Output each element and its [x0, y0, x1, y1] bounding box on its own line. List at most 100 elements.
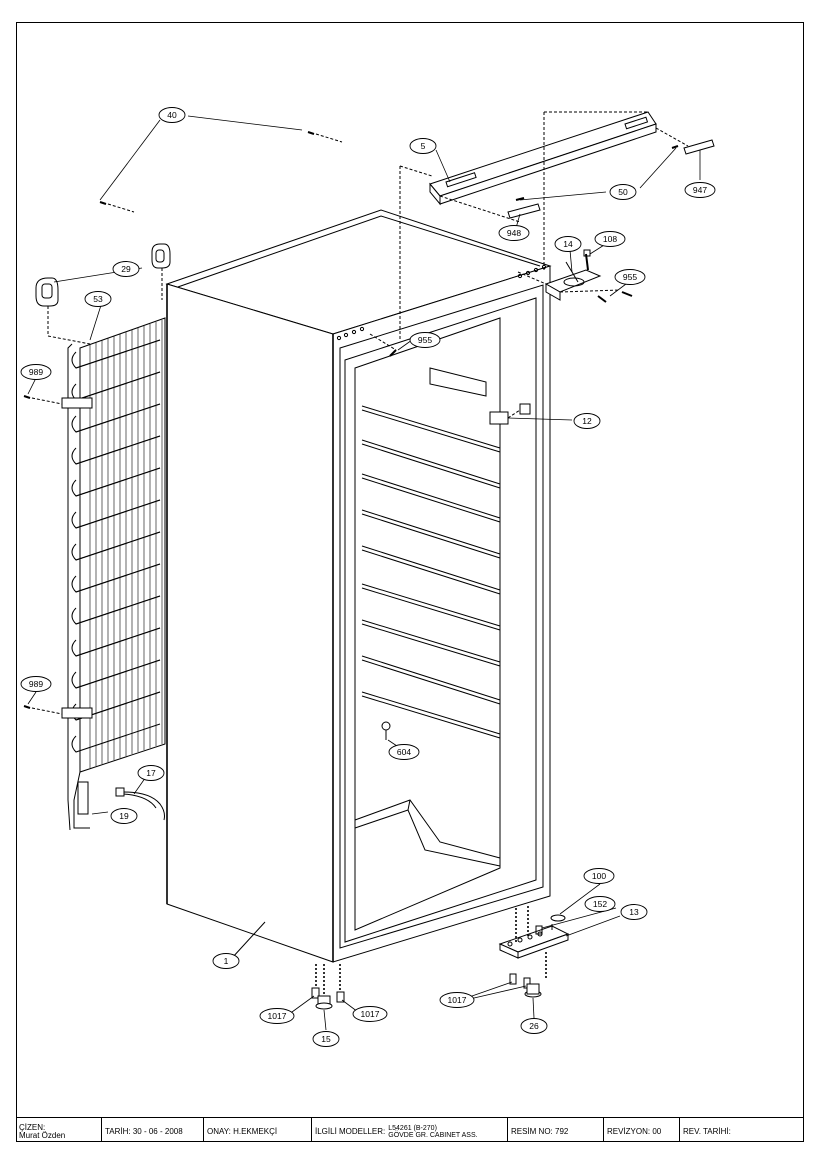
drawn-by-label: ÇİZEN: [19, 1122, 46, 1132]
part-balloon-955: 955 [614, 269, 646, 285]
part-number-label: 604 [397, 747, 411, 757]
top-hinge [336, 249, 633, 357]
title-cell-revision: REVİZYON: 00 [604, 1118, 680, 1142]
part-balloon-19: 19 [110, 808, 138, 824]
part-balloon-29: 29 [112, 261, 140, 277]
part-balloon-947: 947 [684, 182, 716, 198]
part-balloon-outline [409, 332, 441, 348]
part-balloon-1017: 1017 [352, 1006, 388, 1022]
part-balloon-12: 12 [573, 413, 601, 429]
screws-989 [23, 395, 63, 715]
condenser-53 [71, 317, 166, 773]
part-balloon-outline [388, 744, 420, 760]
front-feet [311, 964, 345, 1010]
part-balloon-100: 100 [583, 868, 615, 884]
part-balloon-948: 948 [498, 225, 530, 241]
part-number-label: 26 [529, 1021, 539, 1031]
date-text: TARİH: 30 - 06 - 2008 [105, 1127, 183, 1136]
part-balloon-outline [584, 896, 616, 912]
part-balloon-outline [520, 1018, 548, 1034]
part-balloon-1017: 1017 [439, 992, 475, 1008]
part-balloon-955: 955 [409, 332, 441, 348]
title-cell-revision-date: REV. TARİHİ: [680, 1118, 804, 1142]
part-balloon-15: 15 [312, 1031, 340, 1047]
part-balloon-outline [594, 231, 626, 247]
title-cell-approval: ONAY: H.EKMEKÇİ [204, 1118, 312, 1142]
part-balloon-outline [137, 765, 165, 781]
part-balloon-outline [312, 1031, 340, 1047]
title-cell-date: TARİH: 30 - 06 - 2008 [102, 1118, 204, 1142]
title-cell-related-models: İLGİLİ MODELLER: L54261 (B-270) GÖVDE GR… [312, 1118, 508, 1142]
part-number-label: 40 [167, 110, 177, 120]
drawing-frame [16, 22, 804, 1142]
revision-date-label: REV. TARİHİ: [683, 1127, 731, 1136]
part-number-label: 29 [121, 264, 131, 274]
title-cell-drawn-by: ÇİZEN: Murat Özden [16, 1118, 102, 1142]
part-number-label: 15 [321, 1034, 331, 1044]
related-models-line1: L54261 (B-270) [388, 1124, 437, 1132]
condenser-tube [61, 343, 93, 831]
part-number-label: 1017 [448, 995, 467, 1005]
cabinet-body [165, 209, 552, 963]
thermostat-12 [489, 403, 531, 425]
part-number-label: 19 [119, 811, 129, 821]
part-balloon-1: 1 [212, 953, 240, 969]
part-balloon-40: 40 [158, 107, 186, 123]
part-number-label: 152 [593, 899, 607, 909]
part-balloon-outline [583, 868, 615, 884]
part-balloon-14: 14 [554, 236, 582, 252]
drawn-by-value: Murat Özden [19, 1130, 66, 1140]
part-balloon-outline [259, 1008, 295, 1024]
part-number-label: 12 [582, 416, 592, 426]
part-balloon-outline [614, 269, 646, 285]
part-balloon-26: 26 [520, 1018, 548, 1034]
part-balloon-outline [84, 291, 112, 307]
part-balloon-outline [573, 413, 601, 429]
part-balloon-outline [609, 184, 637, 200]
part-balloon-outline [498, 225, 530, 241]
part-balloon-outline [20, 364, 52, 380]
top-cover-strip [399, 111, 689, 340]
bottom-hinge [498, 906, 570, 998]
part-number-label: 1017 [268, 1011, 287, 1021]
part-balloon-50: 50 [609, 184, 637, 200]
part-balloon-outline [352, 1006, 388, 1022]
part-balloon-108: 108 [594, 231, 626, 247]
part-balloon-152: 152 [584, 896, 616, 912]
part-balloon-outline [620, 904, 648, 920]
part-number-label: 108 [603, 234, 617, 244]
spacers-29 [35, 243, 171, 345]
part-number-label: 948 [507, 228, 521, 238]
part-number-label: 1 [224, 956, 229, 966]
part-balloon-outline [112, 261, 140, 277]
revision-text: REVİZYON: 00 [607, 1127, 662, 1136]
part-balloon-outline [212, 953, 240, 969]
strip-947 [683, 139, 715, 155]
drain-604 [381, 721, 391, 740]
part-number-label: 100 [592, 871, 606, 881]
part-number-label: 13 [629, 907, 639, 917]
part-balloon-outline [439, 992, 475, 1008]
part-number-label: 50 [618, 187, 628, 197]
part-balloon-outline [20, 676, 52, 692]
part-number-label: 5 [421, 141, 426, 151]
part-balloon-outline [684, 182, 716, 198]
shelf-supports [361, 405, 501, 739]
part-balloon-outline [409, 138, 437, 154]
screws-50 [515, 145, 679, 201]
part-number-label: 1017 [361, 1009, 380, 1019]
strip-948 [507, 203, 541, 219]
part-balloon-5: 5 [409, 138, 437, 154]
approval-text: ONAY: H.EKMEKÇİ [207, 1127, 278, 1136]
part-number-label: 955 [623, 272, 637, 282]
part-number-label: 989 [29, 367, 43, 377]
part-number-label: 989 [29, 679, 43, 689]
part-balloon-604: 604 [388, 744, 420, 760]
part-balloon-outline [158, 107, 186, 123]
part-balloon-1017: 1017 [259, 1008, 295, 1024]
related-models-label: İLGİLİ MODELLER: [315, 1127, 386, 1136]
part-number-label: 17 [146, 768, 156, 778]
